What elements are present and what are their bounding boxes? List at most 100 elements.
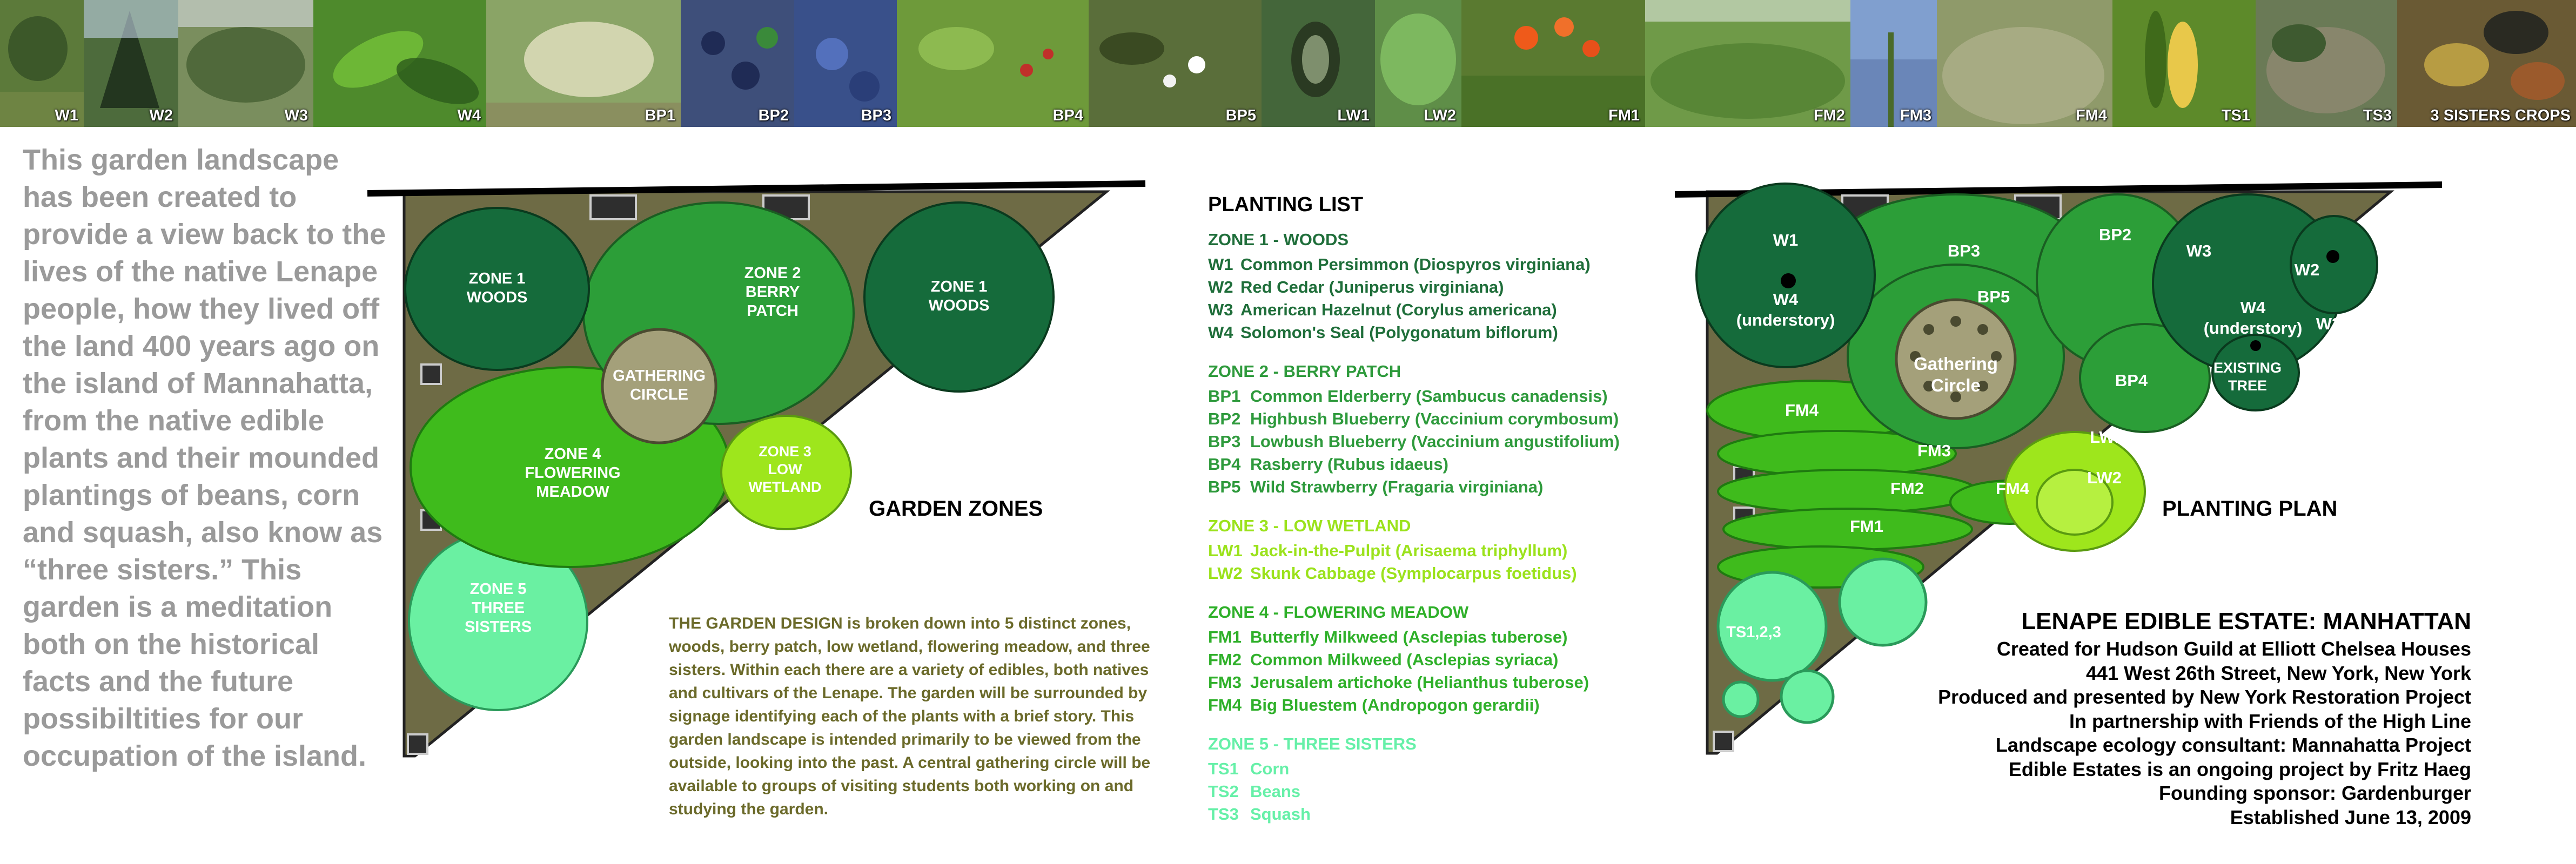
zone-heading: ZONE 2 - BERRY PATCH: [1208, 362, 1401, 381]
credit-line: Created for Hudson Guild at Elliott Chel…: [1996, 638, 2471, 660]
plan-label: BP3: [1948, 241, 1980, 260]
photo-fm2: FM2: [1645, 0, 1850, 127]
plan-labels: W1 W4(understory) BP3 BP2 W3 W2 W4(under…: [1726, 225, 2341, 641]
photo-label: W3: [284, 107, 308, 124]
plan-label: W3: [2186, 241, 2212, 260]
photo-lw2: LW2: [1375, 0, 1461, 127]
intro-text: This garden landscape has been created t…: [23, 144, 386, 772]
photo-label: BP2: [758, 107, 789, 124]
photo-label: FM3: [1900, 107, 1931, 124]
credit-line: Produced and presented by New York Resto…: [1938, 686, 2471, 708]
garden-design-text: THE GARDEN DESIGN is broken down into 5 …: [669, 615, 1151, 818]
photo-ts3: TS3: [2256, 0, 2397, 127]
photo-3-sisters-crops: 3 SISTERS CROPS: [2397, 0, 2576, 127]
plan-label: BP2: [2099, 225, 2131, 244]
photo-bp1: BP1: [486, 0, 681, 127]
photo-bp5: BP5: [1089, 0, 1262, 127]
photo-label: FM1: [1608, 107, 1640, 124]
photo-fm1: FM1: [1461, 0, 1645, 127]
photo-bp4: BP4: [897, 0, 1089, 127]
photo-label: W4: [457, 107, 481, 124]
garden-zones-title: GARDEN ZONES: [869, 497, 1043, 521]
photo-bp3: BP3: [794, 0, 897, 127]
credit-line: In partnership with Friends of the High …: [2069, 710, 2471, 732]
plan-label: FM3: [1917, 441, 1951, 460]
photo-label: FM2: [1814, 107, 1845, 124]
credit-line: Edible Estates is an ongoing project by …: [2008, 758, 2471, 780]
zone-heading: ZONE 1 - WOODS: [1208, 230, 1349, 249]
photo-bp2: BP2: [681, 0, 794, 127]
photo-label: TS1: [2221, 107, 2250, 124]
planting-list-title: PLANTING LIST: [1208, 193, 1364, 216]
photo-label: BP3: [861, 107, 891, 124]
plan-label: BP4: [2115, 371, 2148, 390]
credit-line: Established June 13, 2009: [2230, 806, 2471, 828]
photo-ts1: TS1: [2112, 0, 2256, 127]
credit-line: Founding sponsor: Gardenburger: [2159, 782, 2471, 804]
credit-line: 441 West 26th Street, New York, New York: [2086, 662, 2471, 684]
photo-label: BP1: [645, 107, 675, 124]
plan-woods: [1695, 183, 2378, 411]
plan-label: BP5: [1977, 287, 2010, 306]
photo-label: BP5: [1225, 107, 1256, 124]
plan-label: TS1,2,3: [1726, 624, 1781, 641]
photo-w2: W2: [84, 0, 178, 127]
photo-label: W1: [55, 107, 79, 124]
plan-label: FM4: [1996, 479, 2030, 498]
zone-heading: ZONE 4 - FLOWERING MEADOW: [1208, 603, 1469, 622]
planting-plan-title: PLANTING PLAN: [2162, 497, 2338, 521]
photo-label: 3 SISTERS CROPS: [2430, 107, 2571, 124]
plan-label: W3: [2316, 314, 2342, 333]
photo-w1: W1: [0, 0, 84, 127]
zone-heading: ZONE 3 - LOW WETLAND: [1208, 516, 1411, 535]
zone-heading: ZONE 5 - THREE SISTERS: [1208, 734, 1417, 753]
project-title: LENAPE EDIBLE ESTATE: MANHATTAN: [2021, 608, 2471, 634]
plan-label: LW2: [2087, 468, 2122, 487]
photo-w3: W3: [178, 0, 313, 127]
plan-label: FM1: [1850, 517, 1883, 536]
photo-fm4: FM4: [1937, 0, 2112, 127]
plan-low-wetland: [2003, 431, 2146, 552]
photo-w4: W4: [313, 0, 486, 127]
plan-label: FM2: [1890, 479, 1924, 498]
plan-label: W1: [1773, 231, 1799, 249]
photo-strip: W1 W2 W3 W4 BP1 BP2 BP3 BP4 BP5 LW1 LW2 …: [0, 0, 2576, 127]
photo-label: LW1: [1337, 107, 1370, 124]
photo-label: TS3: [2363, 107, 2392, 124]
credits: LENAPE EDIBLE ESTATE: MANHATTAN Created …: [1715, 606, 2471, 829]
plan-label: FM4: [1785, 401, 1819, 420]
